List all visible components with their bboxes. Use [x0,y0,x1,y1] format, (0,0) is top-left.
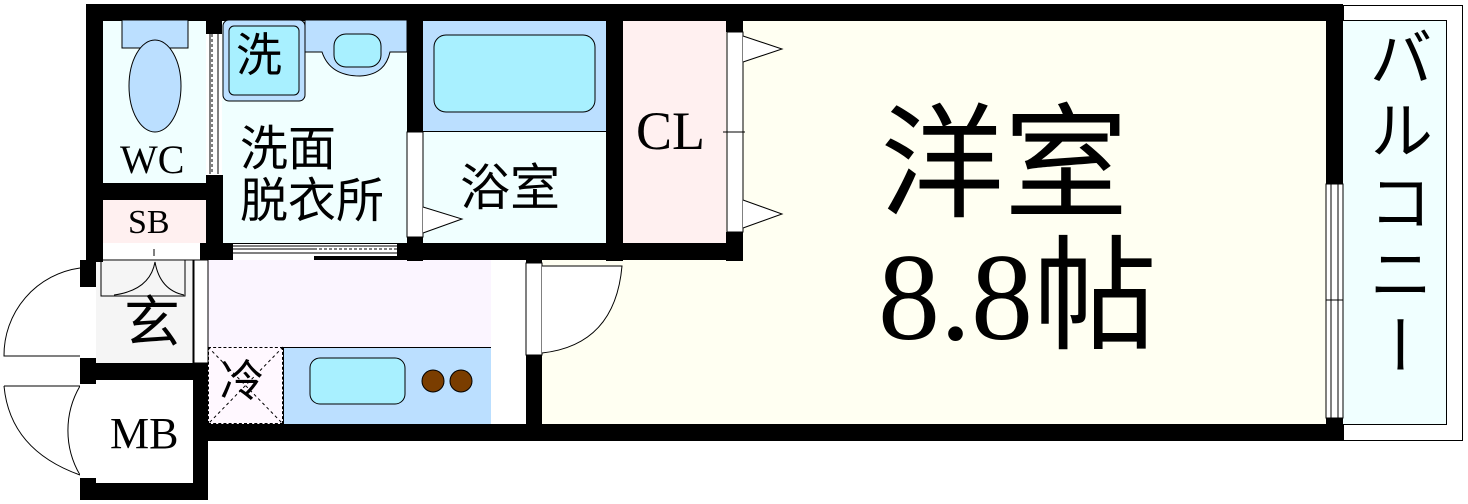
wall-right-upper [1326,4,1343,184]
entrance [96,260,193,363]
stove-burner-icon [421,369,445,393]
wall-wash-bath [407,4,423,132]
wall-mb-bottom [80,483,208,500]
entrance-door-swing [3,267,81,357]
fridge-space [208,347,283,424]
toilet-bowl-icon [128,39,182,133]
stove-burner-icon [449,369,473,393]
wall-bottom [208,424,1343,441]
wall-right-lower [1326,418,1343,441]
western-room-label-line1: 洋室 [880,97,1129,234]
wall-entry-left-top [80,260,96,287]
bathtub-icon [433,34,596,113]
entrance-label: 玄 [124,293,180,355]
shoe-box-label: SB [128,204,170,241]
wall-entry-left-mid [80,358,96,384]
wall-bath-cl [606,4,623,261]
kitchen-sink-icon [309,357,406,405]
wall-top [86,4,1343,21]
washroom-label-line2: 脱衣所 [240,175,385,228]
meter-box-label: MB [110,409,179,458]
wall-mb-right [193,363,208,500]
bathroom-label: 浴室 [460,160,560,216]
meter-box [96,380,193,483]
closet-label: CL [636,101,706,161]
mb-door-swing [3,385,81,476]
wall-kitchen-right [526,355,542,441]
closet [622,20,726,243]
shoe-box [103,200,206,243]
wall-kitchen-right-top [526,255,542,263]
fridge-label: 冷 [220,357,264,406]
western-room-size-label: 8.8帖 [878,229,1158,366]
room-door-swing [541,265,623,354]
wc-label: WC [120,137,185,182]
wall-entry-mb [80,363,208,380]
washer-label: 洗 [236,30,282,81]
washroom-label-line1: 洗面 [240,123,337,176]
wall-wc-right [206,4,222,34]
wall-cl-right-bottom [726,232,743,261]
wall-wc-sb [86,183,222,200]
sink-basin-icon [333,33,382,68]
wall-cl-right-top [726,4,743,32]
washer-icon [228,25,300,96]
wall-sb-right [206,175,223,260]
balcony-label: バルコニー [1360,25,1431,385]
balcony-inner [1343,20,1447,425]
